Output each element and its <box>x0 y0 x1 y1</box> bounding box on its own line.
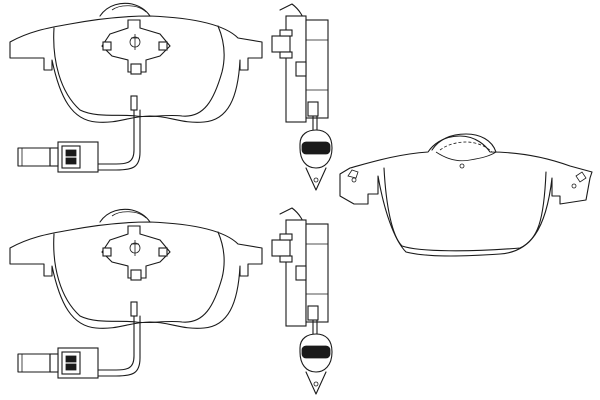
front-view-top <box>9 2 263 173</box>
front-view-plain <box>339 133 593 257</box>
front-view-bottom <box>9 208 263 379</box>
side-view-top <box>271 3 333 191</box>
side-view-bottom <box>271 207 333 395</box>
